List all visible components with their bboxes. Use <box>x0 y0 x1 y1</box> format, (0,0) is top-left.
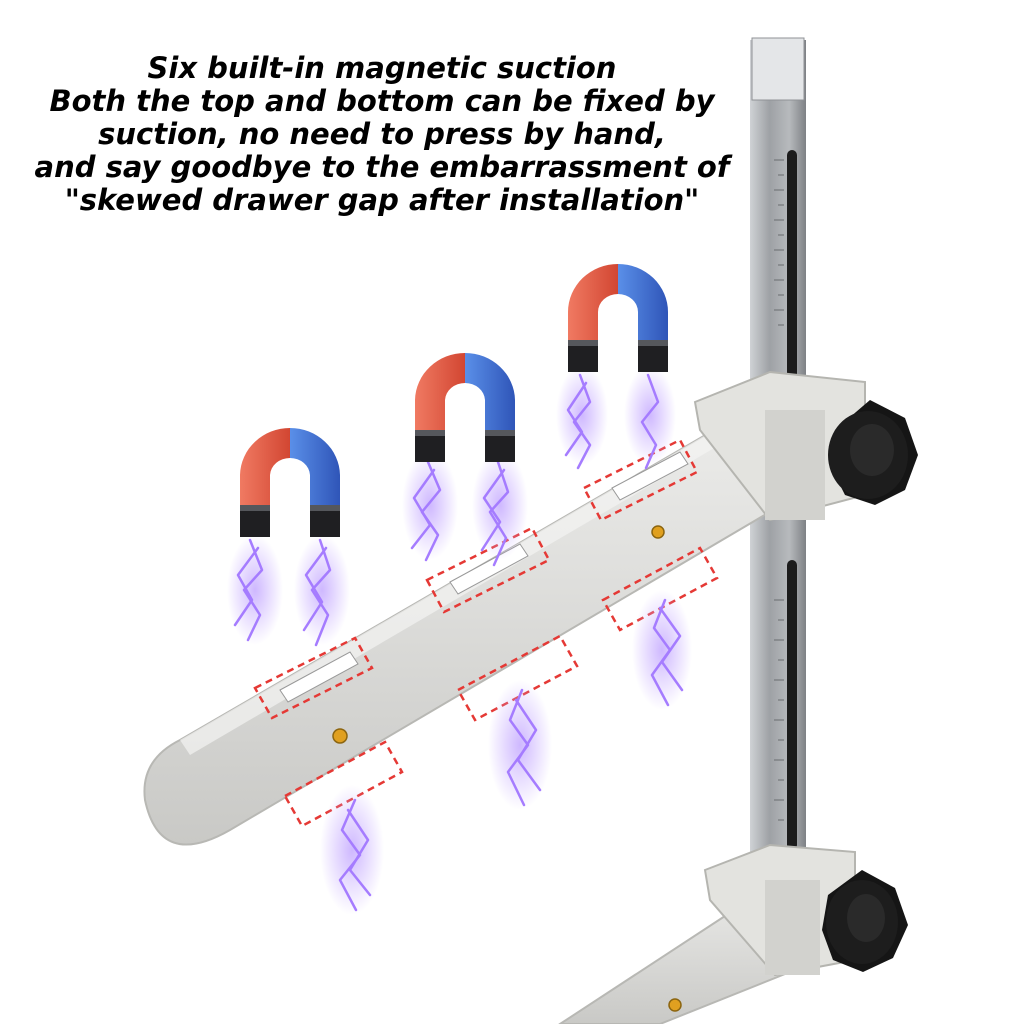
lightning-icon <box>480 468 506 552</box>
star-knob-icon[interactable] <box>822 870 908 972</box>
caption-line-5: "skewed drawer gap after installation" <box>64 183 700 217</box>
rivet <box>332 728 348 744</box>
lightning-icon <box>640 373 660 470</box>
lightning-icon <box>310 538 332 647</box>
clamp-upper <box>693 370 918 522</box>
caption-line-4: and say goodbye to the embarrassment of <box>34 150 730 184</box>
lightning-icon <box>346 808 372 897</box>
lightning-icon-group <box>227 365 692 915</box>
lightning-icon <box>410 468 436 550</box>
feature-caption: Six built-in magnetic suction Both the t… <box>20 52 744 217</box>
marker-6 <box>601 546 719 632</box>
caption-line-3: suction, no need to press by hand, <box>98 117 666 151</box>
marker-4 <box>283 740 404 828</box>
rivet <box>651 525 665 539</box>
marker-5 <box>456 634 579 722</box>
ruler-slot-lower <box>787 560 797 850</box>
lightning-icon <box>572 373 592 470</box>
horseshoe-magnet-icon <box>415 353 515 462</box>
caption-line-2: Both the top and bottom can be fixed by <box>49 84 715 118</box>
clamp-lower <box>703 843 908 977</box>
horseshoe-magnet-icon <box>568 264 668 372</box>
lightning-icon <box>488 460 510 567</box>
star-knob-icon[interactable] <box>828 400 918 505</box>
caption-line-1: Six built-in magnetic suction <box>147 51 617 85</box>
lightning-icon <box>233 546 260 627</box>
ruler-slot-upper <box>787 150 797 400</box>
marker-1 <box>253 636 374 720</box>
ruler-ticks <box>774 159 784 821</box>
horseshoe-magnet-icon <box>240 428 340 537</box>
lightning-icon <box>514 698 542 792</box>
lightning-icon <box>242 538 264 642</box>
lightning-icon <box>564 381 588 457</box>
rivet <box>668 998 682 1012</box>
lightning-icon <box>658 606 684 692</box>
lightning-icon <box>302 546 328 632</box>
